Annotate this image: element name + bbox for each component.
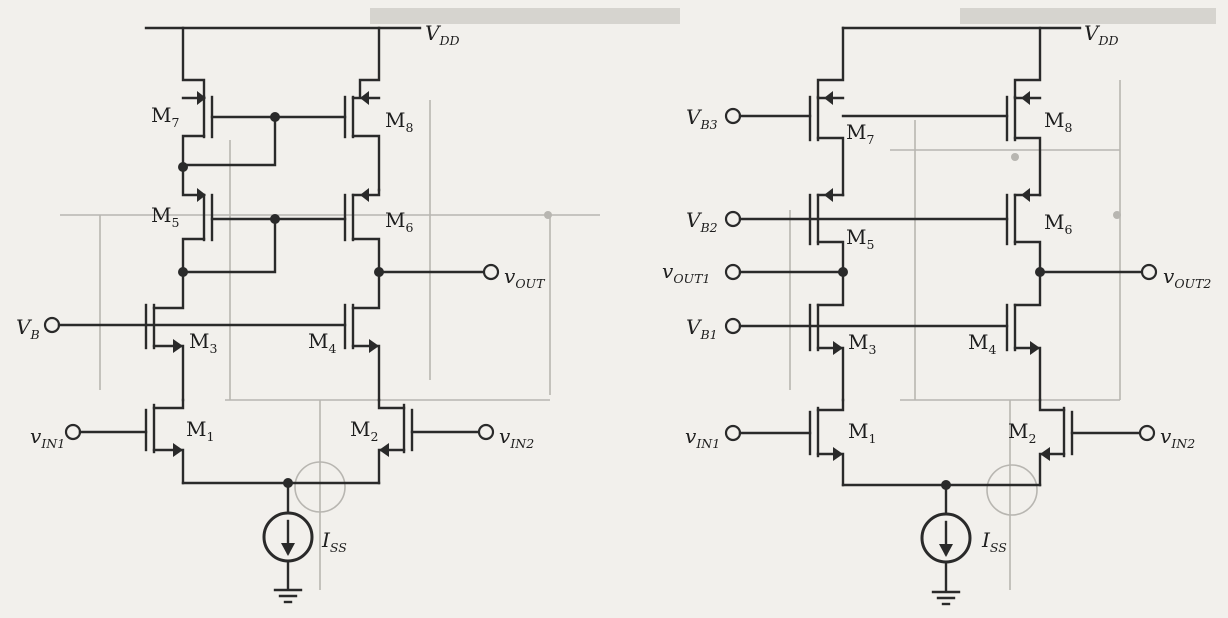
right-m8-label: M8 [1044,108,1072,135]
left-vout-label: vOUT [504,264,546,291]
left-m8-label: M8 [385,108,413,135]
right-m4-label: M4 [968,330,996,357]
left-m3-label: M3 [189,329,217,356]
right-vout1-label: vOUT1 [662,259,710,286]
left-vin1-label: vIN1 [30,424,65,451]
left-m5-label: M5 [151,203,179,230]
left-m6-label: M6 [385,208,413,235]
right-m7-label: M7 [846,120,874,147]
left-vdd-label: VDD [425,21,460,48]
right-vout2-label: vOUT2 [1163,264,1211,291]
right-vb1-label: VB1 [686,315,718,342]
right-vb2-label: VB2 [686,208,718,235]
right-iss-label: ISS [981,528,1007,555]
right-vin2-pin [1138,424,1156,442]
left-circuit: VDD [16,21,546,604]
right-m5-label: M5 [846,225,874,252]
right-m2-label: M2 [1008,419,1036,446]
right-vb3-label: VB3 [686,105,718,132]
right-m1-label: M1 [848,419,876,446]
right-vdd-label: VDD [1084,21,1119,48]
right-circuit: VDD VB3 VB2 [662,21,1211,606]
left-iss-label: ISS [321,528,347,555]
left-vin2-label: vIN2 [499,424,534,451]
right-vout1-pin [724,263,742,281]
left-m2-label: M2 [350,417,378,444]
left-vb-label: VB [16,315,40,342]
right-m6-label: M6 [1044,210,1072,237]
left-vin2-pin [477,423,495,441]
bleed-through-layer [60,80,1121,590]
left-vb-pin [43,316,61,334]
left-m1-label: M1 [186,417,214,444]
right-vin2-label: vIN2 [1160,424,1195,451]
bleed-through-header [370,8,1216,24]
right-m3-label: M3 [848,330,876,357]
left-m4-label: M4 [308,329,336,356]
right-vb2-pin [724,210,742,228]
left-m7-label: M7 [151,103,179,130]
right-vb3-pin [724,107,742,125]
left-vout-pin [482,263,500,281]
right-vin1-label: vIN1 [685,424,720,451]
right-vin1-pin [724,424,742,442]
right-vout2-pin [1140,263,1158,281]
right-vb1-pin [724,317,742,335]
left-vin1-pin [64,423,82,441]
